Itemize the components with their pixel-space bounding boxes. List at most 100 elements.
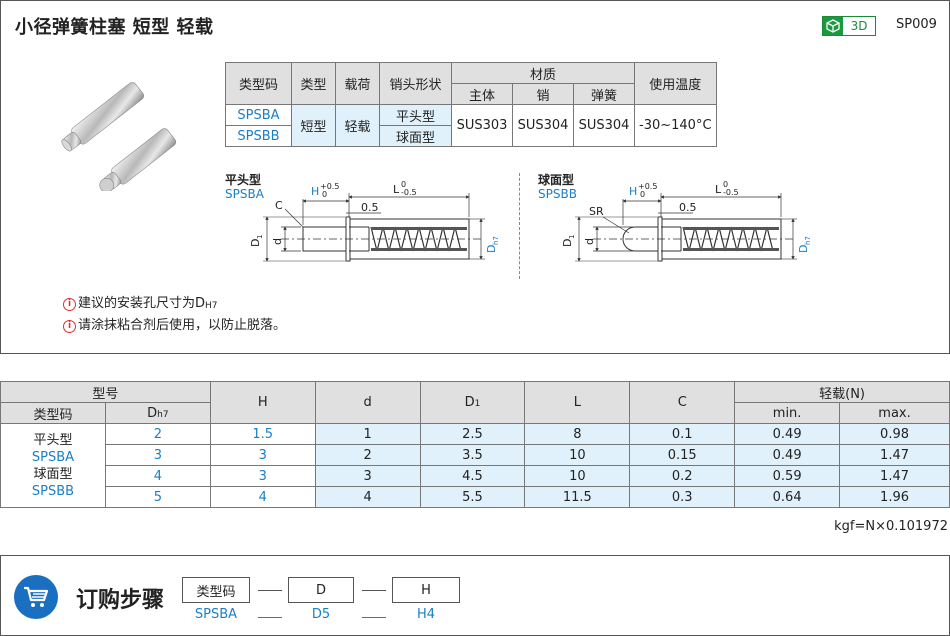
ball-sr-label: SR — [589, 205, 604, 218]
order-value-d: D5 — [311, 607, 331, 622]
th-main: 主体 — [451, 83, 513, 105]
dh7-value[interactable]: 4 — [104, 465, 211, 487]
th-h: H — [209, 381, 316, 424]
ball-diagram-label: 球面型 SPSBB — [538, 173, 577, 201]
type-cell: 平头型 SPSBA 球面型 SPSBB — [0, 423, 106, 508]
min-value: 0.59 — [734, 465, 841, 487]
flat-step-label: 0.5 — [361, 201, 379, 214]
d-value: 1 — [314, 423, 421, 445]
order-value-h: H4 — [416, 607, 436, 622]
flat-d1-label: D — [249, 239, 262, 247]
spring-material: SUS304 — [573, 104, 635, 147]
min-value: 0.49 — [734, 444, 841, 466]
spec-table: 类型码 类型 载荷 销头形状 材质 使用温度 主体 销 弹簧 SPSBA 短型 … — [225, 62, 717, 147]
3d-label: 3D — [850, 19, 868, 33]
dh7-value[interactable]: 2 — [104, 423, 211, 445]
th-temp: 使用温度 — [634, 62, 717, 105]
c-value: 0.15 — [629, 444, 736, 466]
type-value: 短型 — [291, 104, 336, 147]
shape-ball: 球面型 — [379, 125, 452, 147]
load-value: 轻载 — [335, 104, 380, 147]
max-value: 1.96 — [839, 486, 950, 508]
flat-d1-sub: 1 — [256, 235, 264, 239]
order-separator — [362, 617, 386, 618]
th-c: C — [629, 381, 736, 424]
flat-l-tol-up: 0 — [401, 180, 406, 189]
flat-diagram-label: 平头型 SPSBA — [225, 173, 264, 201]
order-title: 订购步骤 — [76, 588, 165, 613]
product-info-panel: 小径弹簧柱塞 短型 轻载 3D SP009 类型码 类型 载荷 — [0, 0, 950, 354]
th-l: L — [524, 381, 631, 424]
page-title: 小径弹簧柱塞 短型 轻载 — [15, 17, 214, 38]
cube-icon — [823, 17, 843, 35]
code-spsba[interactable]: SPSBA — [225, 104, 292, 126]
th-d: d — [314, 381, 421, 424]
d-value: 4 — [314, 486, 421, 508]
product-image — [61, 82, 177, 191]
flat-h-label: H — [311, 185, 319, 198]
th-pin: 销 — [512, 83, 574, 105]
h-value[interactable]: 1.5 — [209, 423, 316, 445]
th-spring: 弹簧 — [573, 83, 635, 105]
dimension-table: 型号 H d D1 L C 轻载(N) 类型码 Dh7 min. max. 平头… — [0, 381, 950, 508]
ball-h-tol-dn: 0 — [640, 190, 645, 199]
flat-type-code: SPSBA — [225, 187, 264, 201]
3d-model-button[interactable]: 3D — [822, 16, 876, 36]
flat-dh-label: D — [485, 245, 498, 253]
dh7-value[interactable]: 5 — [104, 486, 211, 508]
ball-l-tol-dn: -0.5 — [723, 188, 739, 197]
min-value: 0.49 — [734, 423, 841, 445]
flat-l-label: L — [393, 183, 400, 196]
d1-value: 4.5 — [419, 465, 526, 487]
d1-value: 5.5 — [419, 486, 526, 508]
order-separator — [258, 617, 282, 618]
flat-h-tol-up: +0.5 — [320, 182, 339, 191]
min-value: 0.64 — [734, 486, 841, 508]
ball-type-code: SPSBB — [538, 187, 577, 201]
order-value-type-code: SPSBA — [194, 607, 238, 622]
temp-value: -30~140°C — [634, 104, 717, 147]
info-icon: i — [63, 297, 76, 311]
d1-value: 2.5 — [419, 423, 526, 445]
ball-h-label: H — [629, 185, 637, 198]
ball-d1-sub: 1 — [568, 235, 576, 239]
th-light-load: 轻载(N) — [734, 381, 950, 403]
ball-l-tol-up: 0 — [723, 180, 728, 189]
order-box-h: H — [392, 577, 460, 603]
ball-type-diagram: SR H +0.5 0 L 0 -0.5 0.5 D 1 d D h7 — [561, 180, 812, 262]
th-min: min. — [734, 402, 841, 424]
th-dh7: Dh7 — [104, 402, 211, 424]
order-box-type-code: 类型码 — [182, 577, 250, 603]
h-value[interactable]: 4 — [209, 486, 316, 508]
max-value: 0.98 — [839, 423, 950, 445]
h-value[interactable]: 3 — [209, 444, 316, 466]
unit-conversion: kgf=N×0.101972 — [834, 519, 948, 534]
flat-d-label: d — [271, 238, 284, 245]
th-type-code: 类型码 — [0, 402, 106, 424]
dh7-value[interactable]: 3 — [104, 444, 211, 466]
info-icon: i — [63, 319, 76, 333]
order-steps-panel: 订购步骤 类型码 D H SPSBA D5 H4 — [0, 555, 950, 636]
h-value[interactable]: 3 — [209, 465, 316, 487]
c-value: 0.2 — [629, 465, 736, 487]
l-value: 10 — [524, 465, 631, 487]
note-text: 建议的安装孔尺寸为D — [78, 296, 206, 311]
shape-flat: 平头型 — [379, 104, 452, 126]
ball-d-label: d — [583, 238, 596, 245]
flat-h-tol-dn: 0 — [322, 190, 327, 199]
order-separator — [258, 590, 282, 591]
code-spsbb[interactable]: SPSBB — [225, 125, 292, 147]
l-value: 11.5 — [524, 486, 631, 508]
th-max: max. — [839, 402, 950, 424]
ball-dh-sub: h7 — [804, 236, 812, 245]
th-load: 载荷 — [335, 62, 380, 105]
th-type-code: 类型码 — [225, 62, 292, 105]
th-pin-shape: 销头形状 — [379, 62, 452, 105]
th-model: 型号 — [0, 381, 211, 403]
flat-type-name: 平头型 — [225, 173, 262, 187]
note-text: 请涂抹粘合剂后使用，以防止脱落。 — [78, 318, 287, 333]
c-value: 0.1 — [629, 423, 736, 445]
max-value: 1.47 — [839, 465, 950, 487]
flat-dh-sub: h7 — [492, 236, 500, 245]
l-value: 8 — [524, 423, 631, 445]
